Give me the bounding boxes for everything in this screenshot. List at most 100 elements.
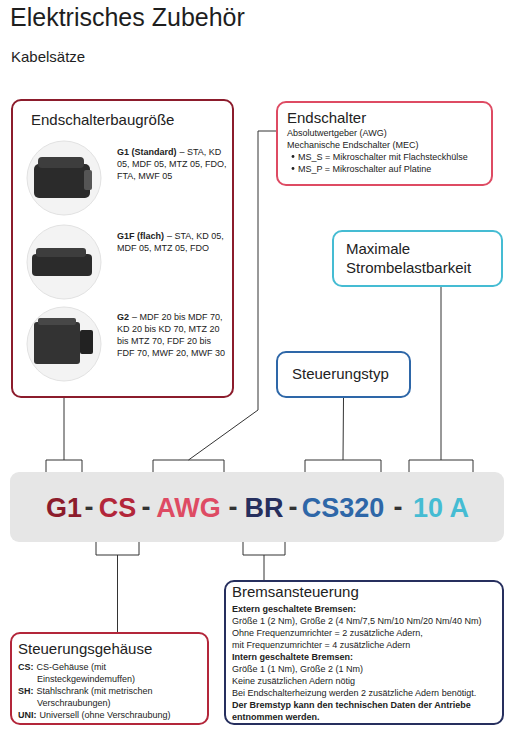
text-block: Steuerungstyp: [292, 365, 407, 383]
leader-line: [117, 555, 118, 632]
text-block: Größe 1 (1 Nm), Größe 2 (1 Nm): [232, 663, 498, 675]
bracket: [46, 460, 82, 472]
subtitle: Kabelsätze: [11, 48, 85, 66]
text-block: -: [223, 490, 243, 524]
text-block: G1 (Standard)– STA, KD 05, MDF 05, MTZ 0…: [117, 146, 227, 182]
photo-circle: [27, 141, 101, 215]
text-block: Der Bremstyp kann den technischen Daten …: [232, 699, 498, 723]
box-text: Ohne Frequenzumrichter = 2 zusätzliche A…: [232, 628, 423, 638]
text-block: G1: [46, 460, 82, 555]
text-block: MS_S = Mikroschalter mit Flachsteckhülse: [298, 151, 490, 163]
text-block: mit Frequenzumrichter = 4 zusätzliche Ad…: [232, 639, 498, 651]
box-text: Der Bremstyp kann den technischen Daten …: [232, 700, 471, 722]
bullet-dot: [292, 155, 295, 158]
switch-body: [34, 164, 90, 198]
text-block: MS_P = Mikroschalter auf Platine: [298, 163, 490, 175]
bracket: [96, 542, 139, 555]
text-block: Maximale Strombelastbarkeit: [346, 239, 496, 277]
box-text: Universell (ohne Verschraubung): [40, 710, 171, 720]
box-text: mit Frequenzumrichter = 4 zusätzliche Ad…: [232, 640, 410, 650]
box-heading: Endschalter: [287, 109, 366, 126]
text-block: Größe 1 (2 Nm), Größe 2 (4 Nm/7,5 Nm/10 …: [232, 615, 498, 627]
text-block: CS:CS-Gehäuse (mit Einsteckgewindemuffen…: [18, 661, 148, 685]
code-part: CS: [99, 491, 137, 525]
box-text: G1F (flach): [117, 231, 164, 241]
code-separator: -: [85, 492, 94, 522]
box-heading: Steuerungstyp: [292, 365, 389, 382]
switch-body: [34, 322, 80, 364]
bracket: [243, 542, 285, 555]
text-block: Endschalter: [287, 109, 487, 127]
text-block: Ohne Frequenzumrichter = 2 zusätzliche A…: [232, 627, 498, 639]
switch-illustration: [27, 225, 101, 299]
box-text: – MDF 20 bis MDF 70, KD 20 bis KD 70, MT…: [117, 312, 225, 358]
housing-box: SteuerungsgehäuseCS:CS-Gehäuse (mit Eins…: [10, 632, 209, 725]
photo-circle: [27, 307, 101, 381]
text-block: BR: [243, 460, 285, 555]
text-block: SH:Stahlschrank (mit metrischen Verschra…: [18, 685, 183, 709]
switch-illustration: [27, 141, 101, 215]
box-text: Größe 1 (1 Nm), Größe 2 (1 Nm): [232, 664, 363, 674]
switch-lid: [36, 248, 86, 257]
text-block: Mechanische Endschalter (MEC): [287, 139, 487, 151]
code-part: 10 A: [413, 491, 469, 525]
code-part: G1: [46, 491, 82, 525]
text-block: Absolutwertgeber (AWG): [287, 127, 487, 139]
switch-illustration: [27, 307, 101, 381]
switch-side: [84, 170, 92, 190]
text-block: -: [136, 490, 156, 524]
code-part: AWG: [156, 491, 221, 525]
box-text: SH:: [18, 686, 34, 696]
code-part: CS320: [302, 491, 385, 525]
code-separator: -: [289, 492, 298, 522]
code-segment: CS: [96, 460, 139, 555]
current-box: Maximale Strombelastbarkeit: [332, 230, 503, 287]
switch-lid: [38, 157, 84, 168]
text-block: AWG: [153, 460, 224, 555]
text-block: Bremsansteuerung: [232, 583, 494, 601]
text-block: -: [388, 490, 408, 524]
switch-body: [32, 254, 92, 276]
switch-lid: [38, 318, 76, 325]
box-text: G1 (Standard): [117, 147, 177, 157]
code-segment: CS320: [305, 460, 381, 555]
code-separator: -: [394, 492, 403, 522]
text-block: -: [283, 490, 303, 524]
box-text: CS-Gehäuse (mit Einsteckgewindemuffen): [37, 662, 135, 684]
text-block: 10 A: [409, 460, 473, 555]
text-block: Intern geschaltete Bremsen:: [232, 651, 498, 663]
page-title: Elektrisches Zubehör: [10, 2, 245, 32]
text-block: Steuerungsgehäuse: [18, 640, 203, 658]
box-text: Mechanische Endschalter (MEC): [287, 140, 419, 150]
code-separator: -: [142, 492, 151, 522]
code-segment: AWG: [153, 460, 224, 555]
box-text: Bei Endschalterheizung werden 2 zusätzli…: [232, 688, 476, 698]
text-block: CS: [96, 460, 139, 555]
code-segment: 10 A: [409, 460, 473, 555]
box-text: Keine zusätzlichen Adern nötig: [232, 676, 355, 686]
text-block: Bei Endschalterheizung werden 2 zusätzli…: [232, 687, 500, 699]
box-heading: Bremsansteuerung: [232, 583, 359, 600]
code-separator: -: [229, 492, 238, 522]
box-text: Absolutwertgeber (AWG): [287, 128, 387, 138]
box-text: CS:: [18, 662, 34, 672]
switch-box: EndschalterAbsolutwertgeber (AWG) Mechani…: [276, 101, 493, 186]
photo-circle: [27, 225, 101, 299]
text-block: UNI:Universell (ohne Verschraubung): [18, 709, 203, 721]
leader-line: [264, 555, 265, 580]
connector-group: [64, 131, 441, 632]
bracket-group: [46, 460, 473, 555]
text-block: G2– MDF 20 bis MDF 70, KD 20 bis KD 70, …: [117, 311, 229, 359]
box-text: G2: [117, 312, 129, 322]
bullet-dot: [292, 167, 295, 170]
box-text: Intern geschaltete Bremsen:: [232, 652, 353, 662]
leader-line: [64, 398, 65, 460]
code-segment: G1: [46, 460, 82, 555]
control-type-box: Steuerungstyp: [276, 351, 411, 398]
leader-line: [441, 287, 442, 460]
text-block: Extern geschaltete Bremsen:: [232, 603, 498, 615]
box-text: MS_S = Mikroschalter mit Flachsteckhülse: [298, 152, 468, 162]
code-part: BR: [245, 491, 284, 525]
box-text: UNI:: [18, 710, 37, 720]
